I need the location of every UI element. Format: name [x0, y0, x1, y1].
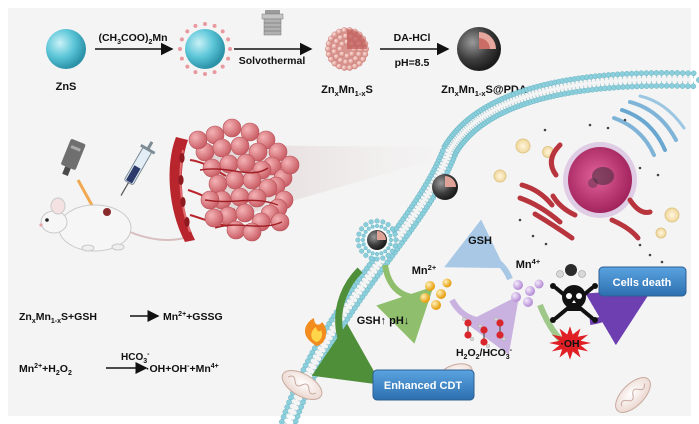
skull-crossbones-icon [550, 283, 598, 323]
mn2-ion-cluster [420, 278, 452, 310]
dopamine-label: DA-HCl [394, 32, 431, 44]
mn4-ion-cluster [511, 279, 544, 307]
flame-icon [304, 318, 327, 346]
zns-label: ZnS [56, 81, 77, 93]
tumor-vessels [199, 167, 283, 229]
reagent-manganese-acetate: (CH3COO)2Mn [98, 32, 167, 46]
cytoplasm-dots [518, 118, 664, 264]
gsh-label: GSH [468, 235, 492, 247]
cells-death-box: Cells death [598, 266, 687, 297]
pda-coated-nanoparticle [457, 27, 501, 71]
mn2-label: Mn2+ [412, 263, 437, 277]
reaction-1-products: Mn2++GSSG [163, 311, 223, 323]
svg-text:·OH: ·OH [560, 338, 579, 350]
gsh-ph-label: GSH↑ pH↓ [357, 315, 410, 327]
znmns-pda-label: ZnxMn1-xS@PDA [441, 84, 527, 98]
endosome [355, 218, 399, 262]
cells-death-label: Cells death [613, 277, 672, 289]
synthesis-row: ZnS (CH3COO)2Mn Solvothermal ZnxMn1-xS D… [46, 10, 527, 98]
reaction-1: ZnxMn1-xS+GSH Mn2++GSSG [19, 310, 223, 325]
reaction-2: Mn2++H2O2 HCO3- ·OH+OH-+Mn4+ [19, 351, 219, 377]
nanoparticle-entering [432, 174, 458, 200]
mn-ion-dots [178, 22, 232, 76]
znmns-label: ZnxMn1-xS [321, 84, 373, 98]
nucleus [563, 142, 637, 218]
oxygen-radical-icon [556, 264, 586, 278]
endoplasmic-reticulum [517, 142, 653, 241]
enhanced-cdt-label: Enhanced CDT [384, 380, 463, 392]
autoclave-icon [261, 10, 284, 36]
mn4-label: Mn4+ [516, 257, 541, 271]
golgi-apparatus [612, 94, 686, 157]
h2o2-molecules [462, 317, 507, 349]
zns-mn-adsorbed-sphere [185, 29, 225, 69]
reaction-2-catalyst: HCO3- [121, 351, 150, 365]
h2o2-hco3-label: H2O2/HCO3- [456, 347, 513, 361]
ph-condition-label: pH=8.5 [395, 57, 430, 69]
reaction-1-reactants: ZnxMn1-xS+GSH [19, 311, 97, 325]
enhanced-cdt-box: Enhanced CDT [372, 369, 475, 401]
mouse-illustration [39, 197, 185, 252]
znmns-nanosphere [325, 27, 370, 71]
zns-sphere [46, 29, 86, 69]
hydroxyl-radical-burst: ·OH [549, 326, 591, 360]
reaction-2-products: ·OH+OH-+Mn4+ [146, 363, 219, 375]
solvothermal-label: Solvothermal [239, 55, 306, 67]
syringe-icon [120, 141, 156, 196]
reaction-2-reactants: Mn2++H2O2 [19, 363, 72, 377]
tumor-cluster [188, 118, 300, 242]
